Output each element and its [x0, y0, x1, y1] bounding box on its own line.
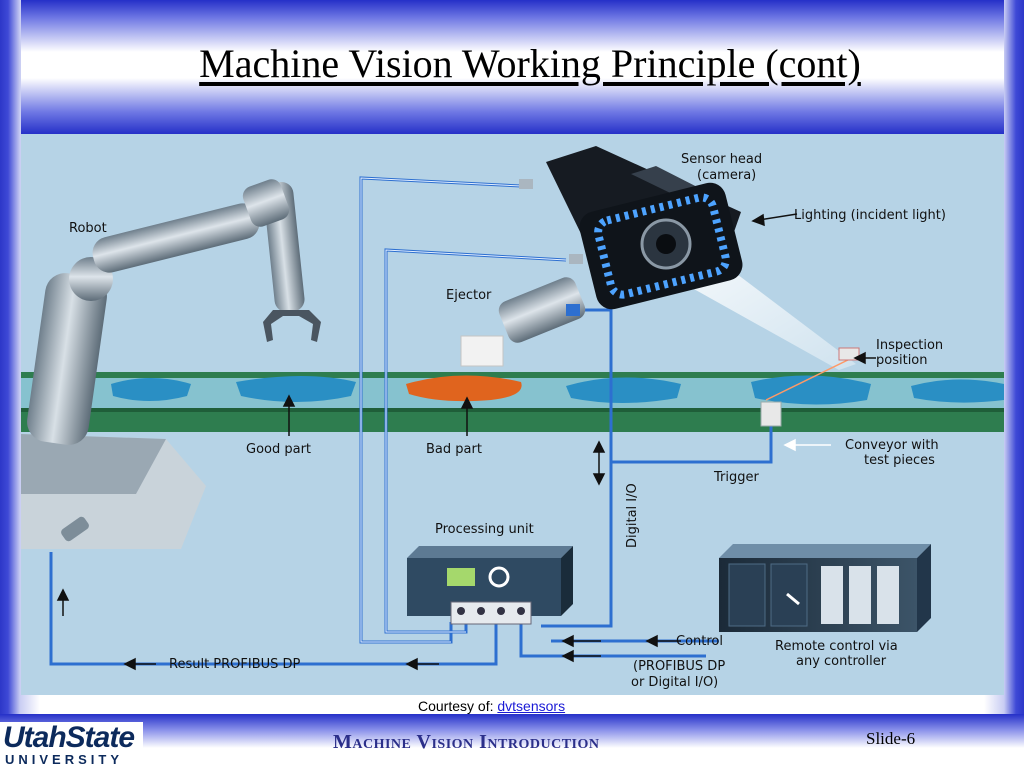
label-trigger: Trigger: [713, 470, 759, 485]
slide-title: Machine Vision Working Principle (cont): [199, 41, 861, 86]
label-robot: Robot: [69, 221, 107, 236]
robot: [21, 179, 321, 549]
conveyor: [21, 372, 1004, 432]
university-logo: UtahState UNIVERSITY: [0, 722, 143, 768]
label-camera: (camera): [697, 168, 756, 183]
ejector-cylinder: [498, 277, 586, 343]
bad-part-piece: [406, 375, 522, 402]
light-beam: [676, 262, 856, 370]
controller-card: [821, 566, 843, 624]
trigger-beam: [765, 355, 857, 401]
robot-gripper: [263, 310, 321, 342]
controller-side: [917, 544, 931, 632]
label-result-profibus: Result PROFIBUS DP: [169, 657, 301, 672]
lighting-ring: [594, 193, 730, 299]
processing-unit-ports: [450, 601, 532, 625]
test-piece: [566, 377, 681, 403]
logo-wordmark: UtahState: [3, 721, 135, 754]
camera-cable-connector: [569, 254, 583, 264]
controller-switch: [786, 592, 800, 606]
label-conveyor: Conveyor with: [845, 438, 939, 453]
processing-unit-logo-icon: [488, 566, 510, 588]
camera-cable-connector: [519, 179, 533, 189]
label-control: Control: [676, 634, 723, 649]
good-part-piece: [236, 376, 356, 402]
robot-lower-arm: [27, 273, 107, 445]
label-lighting: Lighting (incident light): [794, 208, 946, 223]
wiring-highlight: [360, 177, 567, 643]
footer-title: Machine Vision Introduction: [333, 731, 600, 753]
port-icon: [477, 607, 485, 615]
footer-band: [0, 714, 1024, 768]
label-remote-control: Remote control via: [775, 639, 898, 654]
trigger-sensor-body: [760, 401, 782, 427]
ejector-cable: [541, 308, 613, 628]
label-inspection: Inspection: [876, 338, 943, 353]
robot-connector: [61, 516, 89, 542]
trigger-sensor: [760, 347, 860, 427]
processing-unit-top: [407, 546, 573, 558]
processing-unit-side: [561, 546, 573, 616]
diagram-canvas: Robot Sensor head (camera) Lighting (inc…: [21, 146, 1004, 690]
profibus-line: [519, 622, 706, 658]
robot-base-shadow: [21, 434, 166, 494]
header-band: [21, 0, 1004, 134]
label-sensor-head: Sensor head: [681, 152, 762, 167]
ejector-connector: [566, 304, 580, 316]
sensor-head-camera: [519, 146, 743, 310]
courtesy-link[interactable]: dvtsensors: [497, 698, 566, 714]
camera-lens-center: [656, 234, 676, 254]
label-or-digital-io: or Digital I/O): [631, 675, 718, 690]
label-any-controller: any controller: [796, 654, 887, 669]
label-bad-part: Bad part: [426, 442, 482, 457]
robot-wrist-joint: [242, 179, 290, 227]
ejector: [460, 277, 586, 367]
robot-upper-arm: [92, 203, 260, 273]
controller-card: [849, 566, 871, 624]
label-position: position: [876, 353, 928, 368]
port-icon: [457, 607, 465, 615]
label-profibus: (PROFIBUS DP: [633, 659, 725, 674]
label-ejector: Ejector: [446, 288, 492, 303]
slide-number: Slide-6: [866, 729, 916, 748]
controller-card: [877, 566, 899, 624]
label-processing-unit: Processing unit: [435, 522, 534, 537]
test-piece: [111, 378, 191, 401]
port-icon: [497, 607, 505, 615]
inspection-reflector: [838, 347, 860, 361]
port-icon: [517, 607, 525, 615]
courtesy-prefix: Courtesy of:: [418, 698, 494, 714]
logo-subtitle: UNIVERSITY: [5, 752, 124, 767]
controller-top: [719, 544, 931, 558]
controller-module: [728, 563, 766, 627]
inspected-piece: [751, 375, 871, 405]
label-good-part: Good part: [246, 442, 311, 457]
result-profibus-line: [49, 552, 498, 666]
test-piece: [911, 379, 1004, 403]
label-digital-io: Digital I/O: [625, 483, 640, 548]
machine-vision-diagram: Robot Sensor head (camera) Lighting (inc…: [21, 134, 1004, 695]
processing-unit: [407, 546, 573, 625]
pointer-arrows: [56, 213, 876, 671]
label-test-pieces: test pieces: [864, 453, 935, 468]
ejector-piston: [460, 335, 504, 367]
courtesy-note: Courtesy of: dvtsensors: [418, 698, 565, 714]
trigger-cable: [611, 426, 773, 464]
conveyor-edge: [21, 408, 1004, 412]
processing-unit-display: [447, 568, 475, 586]
remote-controller: [719, 544, 931, 632]
